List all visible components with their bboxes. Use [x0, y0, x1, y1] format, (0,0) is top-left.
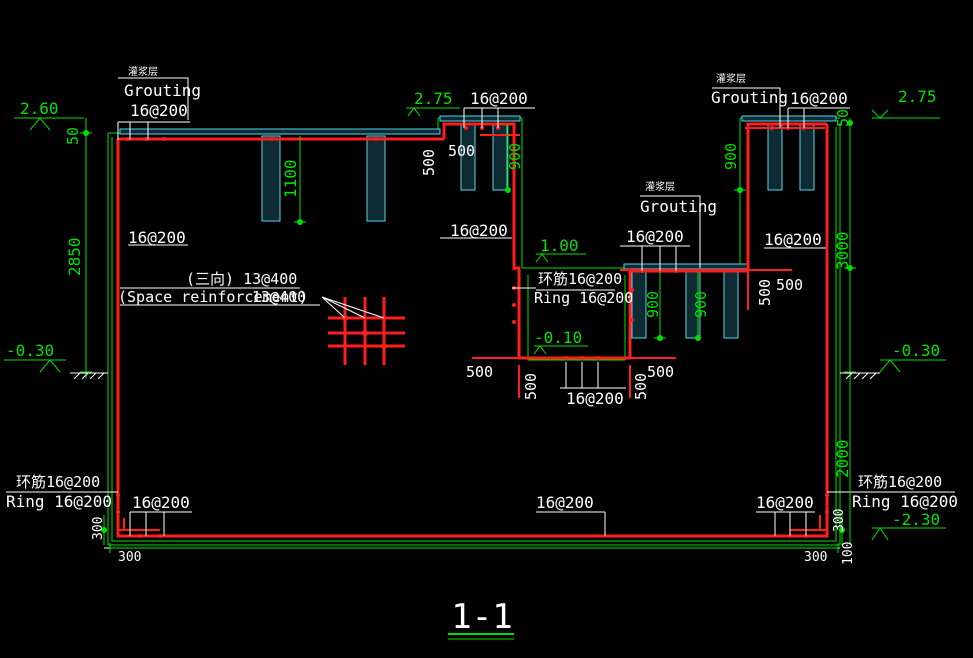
pile: [723, 271, 739, 339]
grout-layer-right: [741, 115, 837, 122]
dim-500-c: 500: [756, 279, 774, 306]
dim-500-g: 500: [647, 363, 674, 381]
dim-50-right: 50: [834, 109, 852, 127]
rebar-top-left: 16@200: [130, 101, 188, 120]
ring-label-left: Ring 16@200: [6, 492, 112, 511]
dim-3000: 3000: [833, 231, 852, 270]
dim-500-b: 500: [448, 142, 475, 160]
dim-500-a: 500: [420, 149, 438, 176]
space-reinforcement-cn: (三向) 13@400: [186, 270, 297, 288]
rebar-dot: [362, 330, 368, 336]
rebar-top-center: 16@200: [470, 89, 528, 108]
grout-layer-center: [439, 115, 521, 122]
text-labels: 灌浆层 Grouting 16@200 16@200 灌浆层 Grouting …: [6, 65, 958, 565]
elevation-left-top: 2.60: [20, 99, 59, 118]
ring-label-mid: Ring 16@200: [534, 289, 633, 307]
dim-900-d: 900: [692, 291, 710, 318]
grout-label-mid: Grouting: [640, 197, 717, 216]
drawing-title-group: 1-1: [448, 597, 514, 640]
dim-1100: 1100: [281, 159, 300, 198]
pile: [366, 135, 386, 222]
dim-500-h: 500: [632, 373, 650, 400]
piles: [261, 123, 815, 339]
grout-cn-left: 灌浆层: [128, 65, 158, 78]
rebar-bottom-left: 16@200: [132, 493, 190, 512]
dim-500-f: 500: [522, 373, 540, 400]
pile: [799, 123, 815, 191]
ring-cn-left: 环筋16@200: [16, 473, 100, 491]
dim-300-left: 300: [118, 550, 141, 565]
dim-2000: 2000: [833, 439, 852, 478]
grout-label-right: Grouting: [711, 88, 788, 107]
ring-cn-mid: 环筋16@200: [538, 270, 622, 288]
rebar-top-right: 16@200: [790, 89, 848, 108]
rebar-left-wall: 16@200: [128, 228, 186, 247]
elevation-step: 1.00: [540, 236, 579, 255]
grout-cn-mid: 灌浆层: [645, 180, 675, 193]
dim-50-left: 50: [64, 127, 82, 145]
drawing-title: 1-1: [451, 597, 512, 637]
elevation-center-top: 2.75: [414, 89, 453, 108]
dimension-lines: [4, 107, 946, 553]
space-reinforcement-overlap: 13@400: [252, 288, 306, 306]
grout-label-left: Grouting: [124, 81, 201, 100]
dim-900-c: 900: [644, 291, 662, 318]
elevation-pit: -0.10: [534, 328, 582, 347]
elevation-bottom: -2.30: [892, 510, 940, 529]
ring-cn-right: 环筋16@200: [858, 473, 942, 491]
dim-300-right: 300: [804, 550, 827, 565]
dim-500-e: 500: [466, 363, 493, 381]
rebar-cage: [116, 122, 829, 538]
pile: [261, 135, 281, 222]
dim-300-v-left: 300: [91, 517, 106, 540]
ring-label-right: Ring 16@200: [852, 492, 958, 511]
space-reinforcement-en: (Space reinforcement): [118, 288, 308, 306]
dim-2850: 2850: [65, 237, 84, 276]
rebar-pit-bottom: 16@200: [566, 389, 624, 408]
rebar-mid-right: 16@200: [764, 230, 822, 249]
elevation-right-top: 2.75: [898, 87, 937, 106]
rebar-bottom-right: 16@200: [756, 493, 814, 512]
elevation-ground-left: -0.30: [6, 341, 54, 360]
rebar-bottom-center: 16@200: [536, 493, 594, 512]
dim-100: 100: [841, 542, 856, 565]
elevation-ground-right: -0.30: [892, 341, 940, 360]
dim-900-a: 900: [506, 143, 524, 170]
rebar-step-wall: 16@200: [450, 221, 508, 240]
dim-900-b: 900: [722, 143, 740, 170]
rebar-dot: [381, 343, 387, 349]
grouting-layers: [119, 115, 837, 270]
grout-layer-middle: [623, 263, 749, 270]
pile: [492, 123, 508, 191]
rebar-mid-top: 16@200: [626, 227, 684, 246]
pile: [767, 123, 783, 191]
dim-500-d: 500: [776, 276, 803, 294]
dim-300-v-right: 300: [832, 509, 847, 532]
grout-cn-right: 灌浆层: [716, 72, 746, 85]
grout-layer-left: [119, 128, 441, 135]
